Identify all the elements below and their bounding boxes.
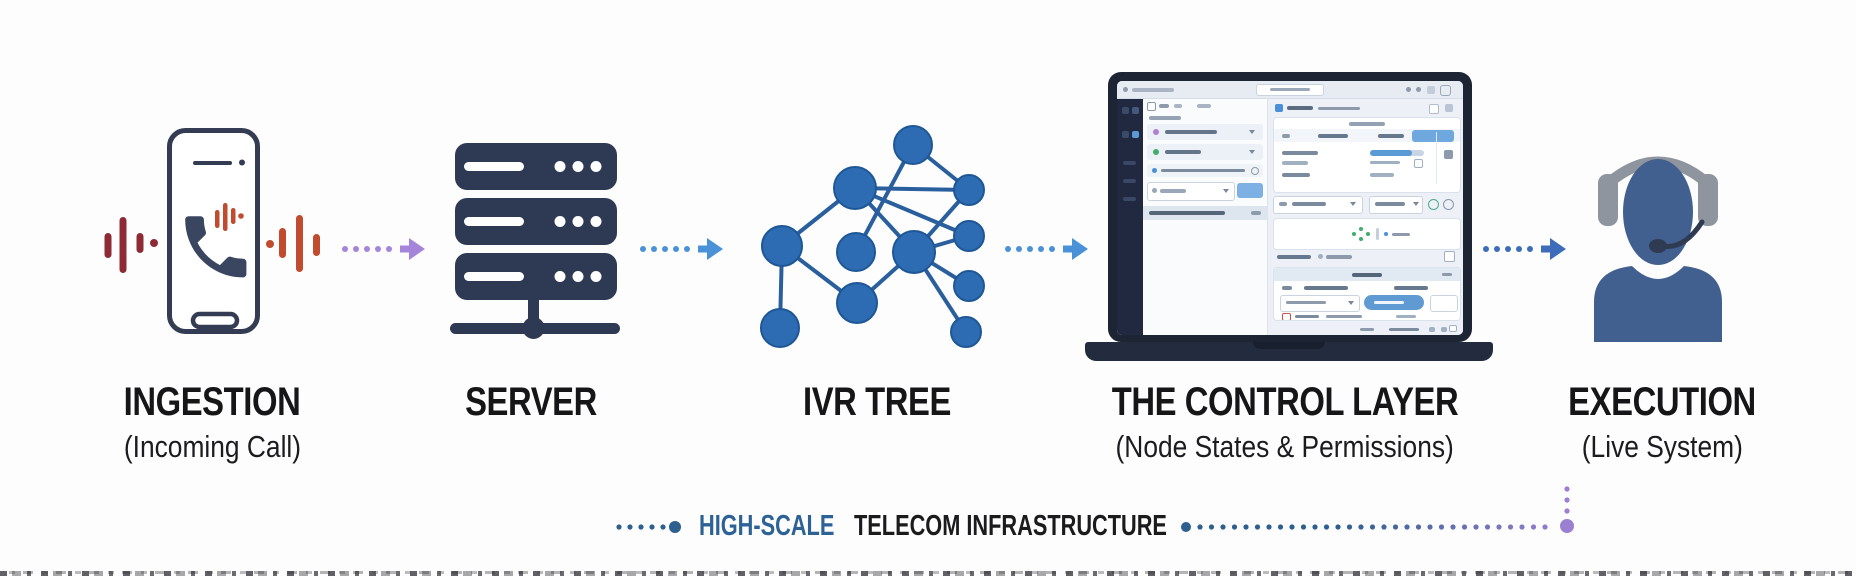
primary-button <box>1412 130 1454 142</box>
audio-wave-right-icon <box>266 215 320 272</box>
phone-icon <box>167 128 260 334</box>
head <box>1623 159 1693 265</box>
shoulders <box>1594 266 1722 342</box>
handset-icon <box>185 216 247 278</box>
torn-edge-decoration <box>0 571 1856 576</box>
stage-title: IVR TREE <box>803 380 951 424</box>
stage-label-ingestion: INGESTION (Incoming Call) <box>104 382 320 464</box>
rules-card <box>1273 267 1461 321</box>
value-input <box>1430 295 1458 312</box>
ivr-tree-icon <box>760 125 985 348</box>
stage-title: INGESTION <box>123 380 301 424</box>
agent-headset-icon <box>1594 156 1722 342</box>
ear-cup-left <box>1598 174 1618 226</box>
node-map-card <box>1273 218 1461 250</box>
control-ui-screenshot <box>1117 81 1463 335</box>
torn-edge-decoration <box>0 571 1856 574</box>
sidebar-rail <box>1117 99 1143 335</box>
laptop-base <box>1085 342 1493 361</box>
banner-highlight: HIGH-SCALE <box>699 510 835 542</box>
status-card <box>1273 117 1461 193</box>
banner-text: TELECOM INFRASTRUCTURE <box>854 510 1168 542</box>
app-titlebar <box>1117 81 1463 99</box>
stage-title: SERVER <box>465 380 597 424</box>
progress-fill <box>1370 150 1412 156</box>
ear-cup-right <box>1698 174 1718 226</box>
audio-wave-left-icon <box>104 217 158 273</box>
stage-label-ivr-tree: IVR TREE <box>787 382 967 422</box>
node-list-panel <box>1143 99 1268 335</box>
stage-subtitle: (Node States & Permissions) <box>1115 429 1455 464</box>
audio-wave-mini-icon <box>215 203 244 231</box>
server-icon <box>450 143 620 339</box>
search-input <box>1147 182 1235 201</box>
node-detail-panel <box>1268 99 1463 335</box>
stage-label-control-layer: THE CONTROL LAYER (Node States & Permiss… <box>1074 382 1497 464</box>
stage-label-execution: EXECUTION (Live System) <box>1548 382 1777 464</box>
list-item <box>1147 144 1263 160</box>
search-button <box>1237 183 1263 198</box>
flow-arrow-ingestion-server <box>342 238 425 260</box>
incoming-call-icon <box>104 128 320 334</box>
stage-title: THE CONTROL LAYER <box>1111 380 1459 424</box>
banner: HIGH-SCALE TELECOM INFRASTRUCTURE <box>699 509 1272 543</box>
stage-subtitle: (Live System) <box>1581 429 1743 464</box>
stage-label-server: SERVER <box>451 382 612 422</box>
flow-arrow-ivr-control <box>1005 238 1088 260</box>
flow-arrow-control-execution <box>1483 238 1566 260</box>
laptop-icon <box>1108 72 1472 342</box>
stage-subtitle: (Incoming Call) <box>123 429 301 464</box>
stage-title: EXECUTION <box>1568 380 1756 424</box>
flow-arrow-server-ivr <box>640 238 723 260</box>
mic <box>1649 239 1667 253</box>
